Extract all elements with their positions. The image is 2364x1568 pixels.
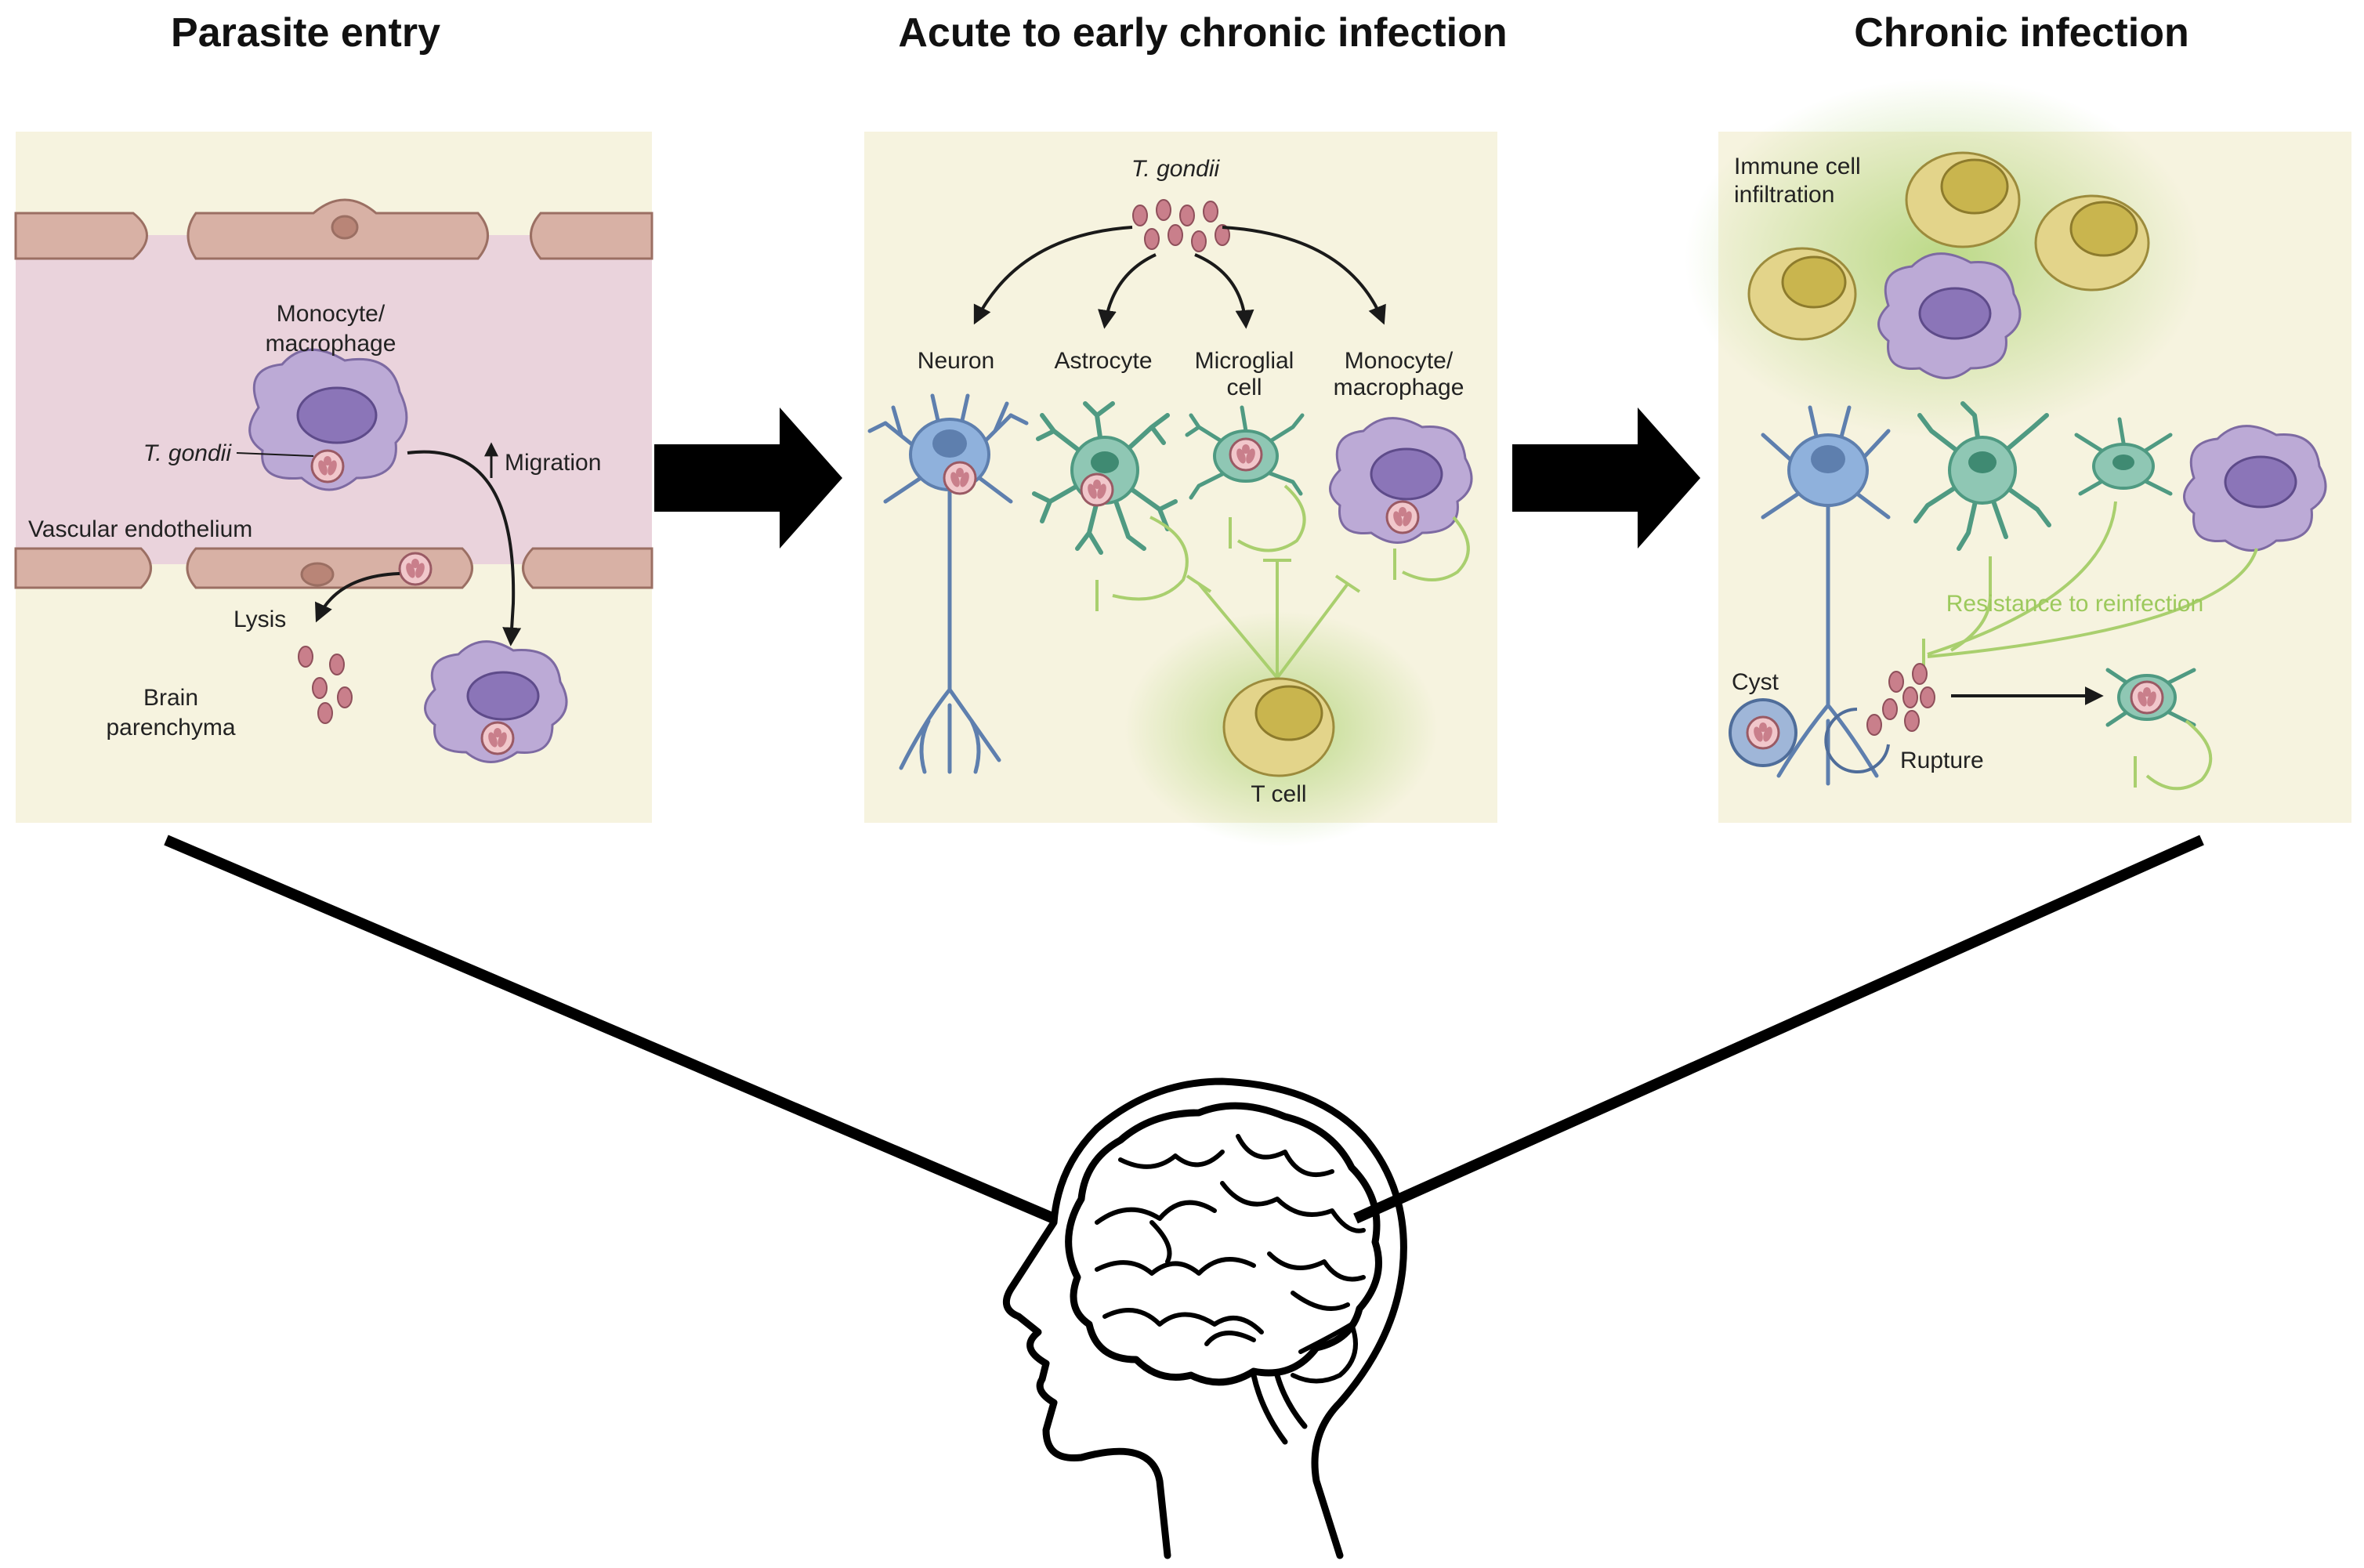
endothelial-cells-top bbox=[14, 198, 653, 260]
heading-acute-infection: Acute to early chronic infection bbox=[898, 10, 1508, 56]
infected-microglia bbox=[2105, 668, 2213, 791]
infiltrating-t-cells bbox=[1747, 151, 2150, 341]
heading-chronic-infection: Chronic infection bbox=[1854, 10, 2189, 56]
label-brain-line2: parenchyma bbox=[106, 715, 235, 741]
arrow-to-monocyte bbox=[1222, 226, 1386, 325]
progression-arrow-2 bbox=[1512, 407, 1700, 549]
label-vascular-endothelium: Vascular endothelium bbox=[28, 516, 252, 542]
resistance-lines bbox=[1922, 501, 2258, 674]
connector-left bbox=[164, 835, 1056, 1224]
endothelial-cells-bottom bbox=[14, 547, 653, 589]
head-outline bbox=[1002, 1077, 1407, 1559]
infiltrating-monocyte bbox=[1877, 252, 2022, 379]
connector-right bbox=[1353, 835, 2204, 1224]
chronic-monocyte bbox=[2183, 425, 2327, 552]
monocyte-in-parenchyma bbox=[424, 640, 568, 763]
label-t-gondii: T. gondii bbox=[143, 440, 233, 466]
label-resistance: Resistance to reinfection bbox=[1946, 591, 2204, 617]
label-migration: Migration bbox=[505, 450, 601, 476]
autocrine-loops bbox=[1095, 484, 1470, 611]
panel-chronic-infection: Immune cell infiltration bbox=[1685, 78, 2351, 823]
monocyte-cell bbox=[1329, 417, 1473, 544]
label-monocyte-line1: Monocyte/ bbox=[277, 301, 386, 327]
label-cyst: Cyst bbox=[1732, 669, 1779, 695]
arrow-to-neuron bbox=[973, 226, 1133, 325]
label-monocyte2-line2: macrophage bbox=[1334, 375, 1464, 400]
label-immune-line1: Immune cell bbox=[1734, 154, 1861, 179]
label-neuron: Neuron bbox=[918, 348, 994, 374]
brain-stem bbox=[1251, 1372, 1308, 1445]
label-immune-line2: infiltration bbox=[1734, 182, 1834, 208]
cyst bbox=[1729, 698, 1797, 767]
label-rupture: Rupture bbox=[1900, 748, 1984, 773]
heading-parasite-entry: Parasite entry bbox=[171, 10, 440, 56]
head-brain-icon bbox=[1002, 1077, 1407, 1559]
arrow-to-astrocyte bbox=[1098, 253, 1157, 329]
label-monocyte-line2: macrophage bbox=[266, 331, 396, 357]
t-cell bbox=[1222, 677, 1335, 777]
brain-outline bbox=[1065, 1102, 1382, 1386]
t-cell-inhibition-lines bbox=[1186, 559, 1361, 679]
label-microglial-line2: cell bbox=[1226, 375, 1262, 400]
migration-arrow-path bbox=[407, 450, 522, 646]
label-astrocyte: Astrocyte bbox=[1054, 348, 1152, 374]
label-t-cell: T cell bbox=[1251, 781, 1306, 807]
progression-arrow-1 bbox=[654, 407, 842, 549]
label-monocyte2-line1: Monocyte/ bbox=[1345, 348, 1454, 374]
arrow-to-microglia bbox=[1194, 253, 1254, 329]
cerebellum bbox=[1291, 1322, 1358, 1384]
label-t-gondii-top: T. gondii bbox=[1131, 156, 1221, 182]
brain-gyri bbox=[1095, 1134, 1366, 1346]
monocyte-in-vessel bbox=[248, 348, 408, 491]
panel-acute-infection: T. gondii Neuron Astrocyte Microglial ce… bbox=[864, 132, 1497, 846]
label-lysis: Lysis bbox=[234, 607, 286, 632]
ruptured-cyst bbox=[1824, 663, 1935, 773]
panel-parasite-entry: Monocyte/ macrophage T. gondii Migration… bbox=[14, 132, 653, 823]
t-gondii-pointer bbox=[236, 452, 314, 457]
lysis-arrow bbox=[315, 572, 400, 623]
label-brain-line1: Brain bbox=[143, 685, 198, 711]
label-microglial-line1: Microglial bbox=[1195, 348, 1294, 374]
